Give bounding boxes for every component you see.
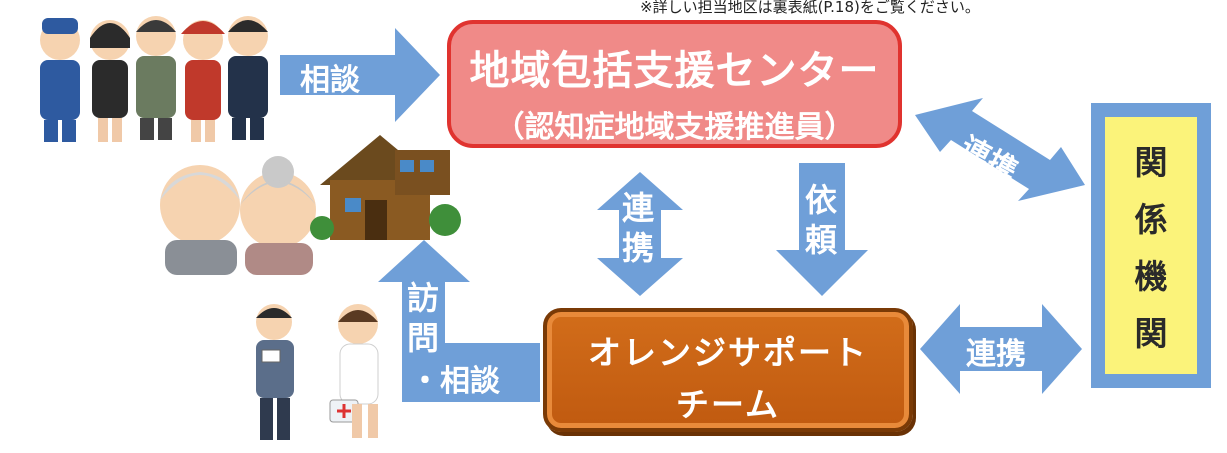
reference-note: ※詳しい担当地区は裏表紙(P.18)をご覧ください。	[640, 0, 980, 16]
kankei-char: 関	[1134, 314, 1168, 354]
soudan-arrow	[280, 28, 440, 122]
homon-label: 訪 問	[407, 278, 439, 358]
osg-title-line2: チーム	[675, 385, 780, 424]
renkei-vertical-char: 携	[622, 229, 655, 267]
renkei-vertical-label: 連 携	[622, 188, 654, 268]
homon-char: 訪	[407, 279, 440, 317]
renkei-horizontal-label: 連携	[966, 337, 1026, 372]
homon-soudan-label: ・相談	[410, 364, 500, 399]
soudan-label: 相談	[300, 63, 360, 98]
irai-arrow	[776, 163, 868, 296]
homon-char: 問	[407, 319, 440, 357]
center-title: 地域包括支援センター	[469, 48, 880, 94]
house-illustration	[310, 135, 461, 240]
irai-char: 頼	[805, 221, 838, 259]
homon-arrow	[378, 240, 540, 402]
kankei-kikan-box: 関 係 機 関	[1091, 103, 1211, 388]
osg-title-line1: オレンジサポート	[588, 333, 868, 372]
visitor-nurse-illustration	[256, 304, 379, 440]
kankei-char: 関	[1134, 142, 1168, 182]
orange-support-team-box: オレンジサポート チーム	[543, 308, 913, 432]
kankei-char: 係	[1134, 199, 1168, 239]
renkei-vertical-char: 連	[622, 189, 655, 227]
renkei-vertical-arrow	[597, 172, 683, 296]
irai-char: 依	[805, 181, 838, 219]
renkei-horizontal-arrow	[920, 304, 1082, 394]
elderly-couple-illustration	[160, 156, 316, 275]
irai-label: 依 頼	[805, 180, 837, 260]
renkei-diagonal-arrow	[915, 98, 1085, 201]
chiiki-houkatsu-center-box: 地域包括支援センター （認知症地域支援推進員）	[447, 20, 902, 148]
kankei-char: 機	[1134, 257, 1168, 297]
workers-illustration	[40, 16, 268, 142]
center-subtitle: （認知症地域支援推進員）	[494, 110, 855, 145]
